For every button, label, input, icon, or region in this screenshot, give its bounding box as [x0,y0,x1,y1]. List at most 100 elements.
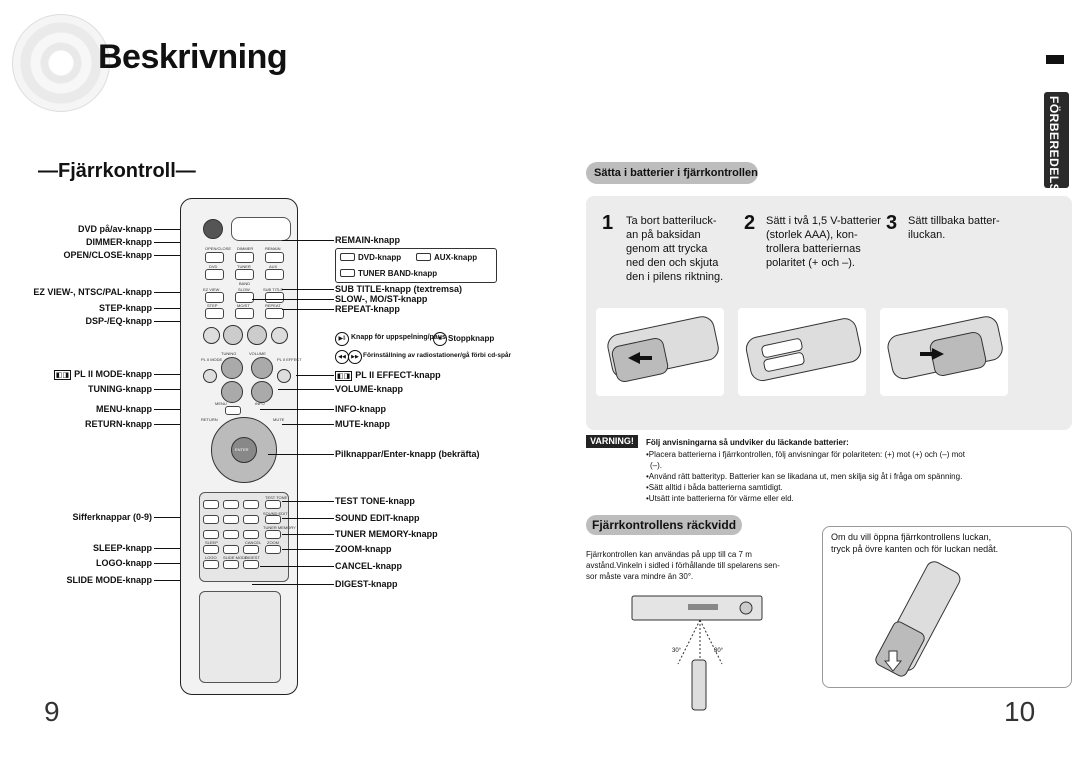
step-3-text: Sätt tillbaka batter- iluckan. [908,214,1000,242]
skip-back-icon: ◀◀ [335,350,349,364]
battery-insert-illustration [738,308,866,396]
battery-steps-box: 1 Ta bort batteriluck- an på baksidan ge… [586,196,1072,430]
cancel-button[interactable] [243,545,259,554]
leader-line [282,289,334,290]
skip-button[interactable] [271,327,288,344]
sub-title-button[interactable] [265,292,284,303]
dvd-button[interactable] [205,269,224,280]
ez-view-button[interactable] [205,292,224,303]
remote-label-test-tone: TEST TONE [265,495,288,500]
sleep-button[interactable] [203,545,219,554]
step-3-line: Sätt tillbaka batter- [908,215,1000,227]
remote-label-pl-mode: PL II MODE [201,357,223,362]
zoom-button[interactable] [265,545,281,554]
step-2-line: trollera batteriernas [766,243,861,255]
stop-icon: ■ [433,332,447,346]
slow-button[interactable] [235,292,254,303]
label-cancel: CANCEL-knapp [335,561,402,571]
remote-label-pl-effect: PL II EFFECT [277,357,302,362]
open-cover-illustration [875,561,961,677]
key-6[interactable] [243,515,259,524]
play-pause-button[interactable] [247,325,267,345]
remote-label-sub-title: SUB TITLE [263,287,284,292]
leader-line [296,375,334,376]
key-5[interactable] [223,515,239,524]
aux-button[interactable] [265,269,284,280]
range-illustration: 30° 30° [628,594,766,712]
tuner-button[interactable] [235,269,254,280]
sound-edit-button[interactable] [265,515,281,524]
enter-button[interactable] [231,437,257,463]
label-test-tone: TEST TONE-knapp [335,496,415,506]
tuner-memory-button[interactable] [265,530,281,539]
digest-button[interactable] [243,560,259,569]
label-dvd: DVD-knapp [358,253,402,262]
battery-cover-remove-illustration [596,308,724,396]
dimmer-button[interactable] [235,252,254,263]
label-play-pause: Knapp för uppspelning/paus [351,334,446,341]
remote-label-mo-st: MO/ST [237,303,250,308]
disc-graphic [12,14,110,112]
repeat-button[interactable] [265,308,284,319]
pl-effect-button[interactable] [277,369,291,383]
range-text: Fjärrkontrollen kan användas på upp till… [586,549,808,582]
open-cover-line: tryck på övre kanten och för luckan nedå… [831,544,999,554]
leader-line [252,584,334,585]
volume-down-button[interactable] [251,381,273,403]
step-button[interactable] [205,308,224,319]
angle-left-label: 30° [672,648,682,654]
open-close-button[interactable] [205,252,224,263]
step-1-text: Ta bort batteriluck- an på baksidan geno… [626,214,723,284]
label-tuning: TUNING-knapp [88,384,152,394]
volume-up-button[interactable] [251,357,273,379]
battery-cover [199,591,281,683]
remote-label-slide: SLIDE MODE [223,555,248,560]
key-0[interactable] [223,545,239,554]
page-number-left: 9 [44,696,60,727]
key-9[interactable] [243,530,259,539]
label-repeat: REPEAT-knapp [335,304,400,314]
step-1-line: genom att trycka [626,243,708,255]
step-1-line: Ta bort batteriluck- [626,215,717,227]
step-1-line: ned den och skjuta [626,257,719,269]
label-info: INFO-knapp [335,404,386,414]
label-sleep: SLEEP-knapp [92,543,152,553]
label-dimmer: DIMMER-knapp [86,237,152,247]
key-3[interactable] [243,500,259,509]
leader-line [278,389,334,390]
label-digest: DIGEST-knapp [335,579,398,589]
leader-line [154,424,204,425]
remote-label-menu: MENU [215,401,227,406]
dsp-eq-button[interactable] [203,327,220,344]
label-slow: SLOW-, MO/ST-knapp [335,294,428,304]
label-open-close: OPEN/CLOSE-knapp [63,250,152,260]
mode-buttons-callout: DVD-knapp AUX-knapp TUNER BAND-knapp [335,248,497,283]
stop-button[interactable] [223,325,243,345]
test-tone-button[interactable] [265,500,281,509]
key-8[interactable] [223,530,239,539]
tuning-up-button[interactable] [221,357,243,379]
pl-mode-button[interactable] [203,369,217,383]
key-1[interactable] [203,500,219,509]
remote-label-sleep: SLEEP [205,540,218,545]
tuner-key-icon [340,269,355,277]
remote-label-remain: REMAIN [265,246,281,251]
remote-label-enter: ENTER [235,447,249,452]
menu-button[interactable] [225,406,241,415]
warning-item: •Sätt alltid i båda batterierna samtidig… [646,483,783,492]
power-button[interactable] [203,219,223,239]
navigation-ring[interactable] [211,417,277,483]
remote-label-band: BAND [239,281,251,286]
battery-heading-pill: Sätta i batterier i fjärrkontrollen [586,162,758,184]
range-heading-pill: Fjärrkontrollens räckvidd [586,515,742,535]
key-4[interactable] [203,515,219,524]
logo-button[interactable] [203,560,219,569]
corner-marker [1046,55,1064,64]
key-7[interactable] [203,530,219,539]
slide-mode-button[interactable] [223,560,239,569]
remain-button[interactable] [265,252,284,263]
label-number-keys: Sifferknappar (0-9) [72,512,152,522]
mo-st-button[interactable] [235,308,254,319]
tuning-down-button[interactable] [221,381,243,403]
key-2[interactable] [223,500,239,509]
